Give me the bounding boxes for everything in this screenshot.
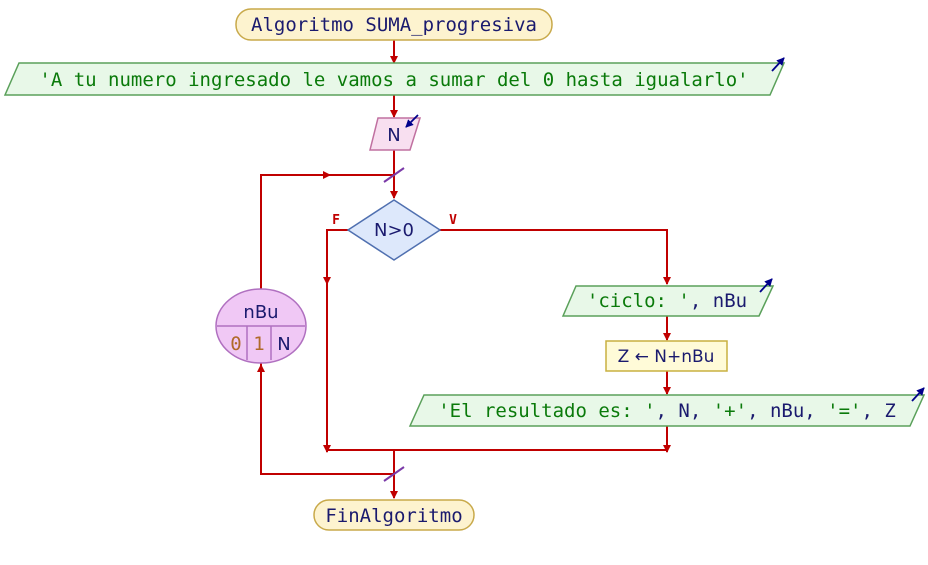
- decision-block: N>0 F V: [332, 199, 457, 261]
- decision-false-label: F: [332, 213, 340, 228]
- decision-text: N>0: [374, 220, 414, 241]
- output-result-text: 'El resultado es: ', N, '+', nBu, '=', Z: [438, 400, 896, 422]
- loop-return-line: [260, 174, 394, 290]
- output-result-s2: '+': [713, 400, 747, 422]
- output-cycle-string: 'ciclo: ': [587, 290, 690, 312]
- output-result-p3: , Z: [861, 400, 895, 422]
- connector-false-branch: [326, 229, 348, 450]
- output-cycle-text: 'ciclo: ', nBu: [587, 290, 747, 312]
- end-label: FinAlgoritmo: [325, 505, 462, 527]
- output-arrow-icon: [911, 387, 925, 402]
- connector-merge-to-loop: [260, 363, 395, 475]
- connector-true-branch: [440, 229, 671, 285]
- output-result-s1: 'El resultado es: ': [438, 400, 655, 422]
- end-terminal: FinAlgoritmo: [313, 499, 475, 531]
- loop-var: nBu: [243, 302, 278, 323]
- start-terminal: Algoritmo SUMA_progresiva: [235, 8, 553, 41]
- assign-block: Z ← N+nBu: [605, 340, 728, 372]
- output-intro-text: 'A tu numero ingresado le vamos a sumar …: [39, 69, 748, 91]
- loop-end: N: [277, 334, 290, 355]
- connectors: [257, 40, 671, 499]
- start-label: Algoritmo SUMA_progresiva: [251, 14, 537, 36]
- output-cycle-rest: , nBu: [690, 290, 747, 312]
- loop-start: 0: [230, 333, 241, 355]
- decision-condition: N>0: [374, 220, 414, 241]
- output-arrow-icon: [759, 278, 773, 293]
- output-intro-block: 'A tu numero ingresado le vamos a sumar …: [3, 57, 786, 96]
- loop-marker-top: [383, 167, 405, 183]
- input-n-text: N: [387, 125, 400, 146]
- output-result-p1: , N,: [656, 400, 713, 422]
- loop-step: 1: [253, 333, 264, 355]
- output-result-p2: , nBu,: [747, 400, 827, 422]
- input-arrow-icon: [405, 114, 419, 128]
- output-cycle-block: 'ciclo: ', nBu: [561, 278, 775, 317]
- loop-block: nBu 0 1 N: [215, 288, 307, 364]
- output-result-s3: '=': [827, 400, 861, 422]
- output-arrow-icon: [771, 57, 785, 72]
- loop-markers: [383, 167, 405, 482]
- decision-true-label: V: [449, 213, 457, 228]
- output-result-block: 'El resultado es: ', N, '+', nBu, '=', Z: [408, 387, 926, 427]
- input-n-block: N: [369, 114, 422, 151]
- assign-text: Z ← N+nBu: [618, 347, 715, 367]
- loop-marker-bottom: [383, 466, 405, 482]
